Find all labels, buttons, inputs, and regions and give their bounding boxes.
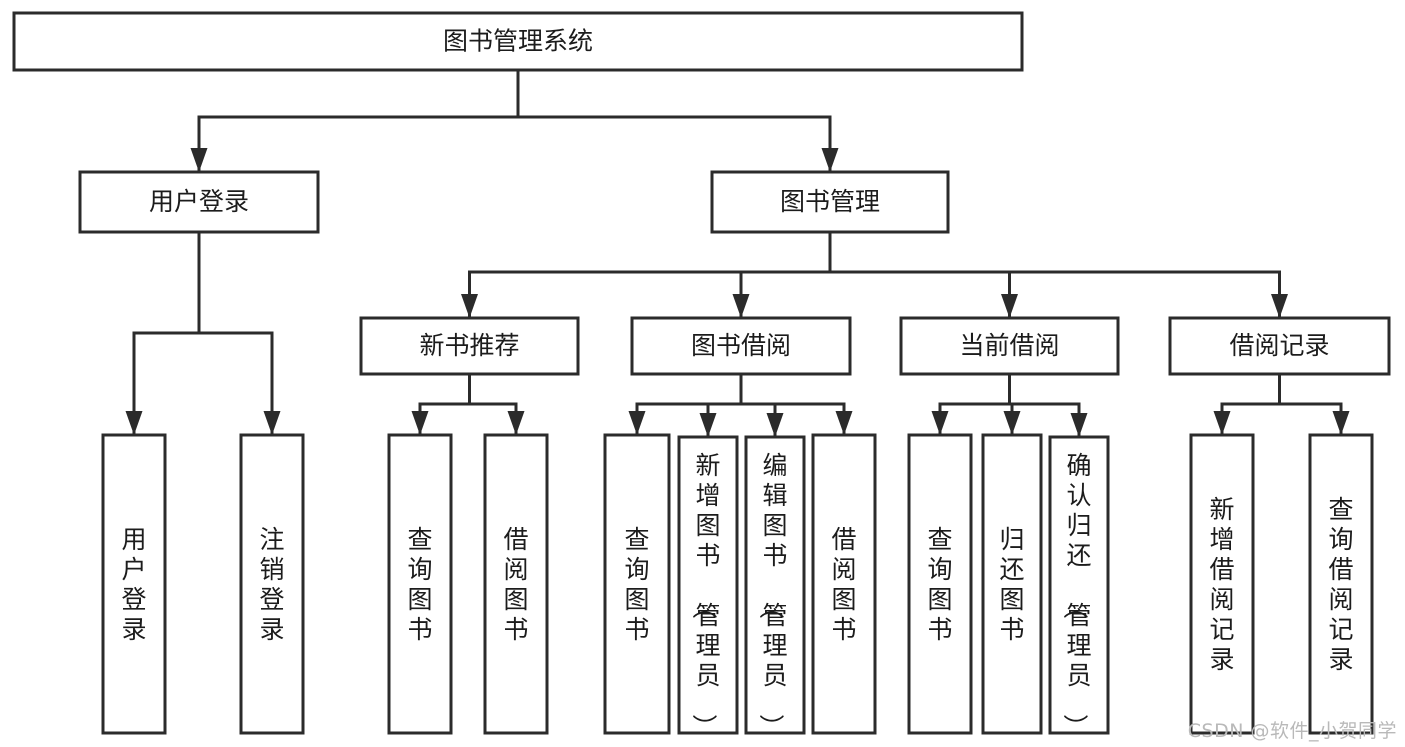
node-l_query_record[interactable]: 查询借阅记录 xyxy=(1308,433,1374,735)
node-label: 查询图书 xyxy=(407,525,432,644)
node-l_borrow_book_rec[interactable]: 借阅图书 xyxy=(483,433,549,735)
node-label: 图书借阅 xyxy=(691,331,791,360)
arrow-head-icon xyxy=(125,411,143,435)
node-box xyxy=(899,316,1120,376)
node-n_book_borrow[interactable]: 图书借阅 xyxy=(630,316,852,376)
node-label: 借阅记录 xyxy=(1229,331,1329,360)
node-box xyxy=(1168,316,1391,376)
arrow-head-icon xyxy=(699,413,717,437)
node-n_current_borrow[interactable]: 当前借阅 xyxy=(899,316,1120,376)
watermark-label: CSDN @软件_小贺同学 xyxy=(1187,720,1397,742)
node-root[interactable]: 图书管理系统 xyxy=(12,11,1024,72)
node-box xyxy=(710,170,950,234)
arrow-head-icon xyxy=(190,148,208,172)
node-label: 当前借阅 xyxy=(959,331,1059,360)
node-box xyxy=(811,433,877,735)
node-box xyxy=(359,316,580,376)
arrow-head-icon xyxy=(1332,411,1350,435)
arrow-head-icon xyxy=(507,411,525,435)
node-box xyxy=(907,433,973,735)
node-box xyxy=(677,435,739,735)
node-l_confirm_return[interactable]: 确认归还（管理员） xyxy=(1048,435,1110,739)
node-n_book_mgmt[interactable]: 图书管理 xyxy=(710,170,950,234)
node-l_query_book_cb[interactable]: 查询图书 xyxy=(907,433,973,735)
node-label: 确认归还（管理员） xyxy=(1060,451,1091,739)
node-l_logout[interactable]: 注销登录 xyxy=(239,433,305,735)
node-label: 查询图书 xyxy=(927,525,952,644)
node-box xyxy=(1048,435,1110,735)
node-l_query_book_rec[interactable]: 查询图书 xyxy=(387,433,453,735)
node-label: 图书管理 xyxy=(780,187,880,216)
node-box xyxy=(101,433,167,735)
arrow-head-icon xyxy=(732,294,750,318)
node-box xyxy=(603,433,671,735)
node-n_borrow_record[interactable]: 借阅记录 xyxy=(1168,316,1391,376)
node-box xyxy=(78,170,320,234)
arrow-head-icon xyxy=(263,411,281,435)
node-l_borrow_book_br[interactable]: 借阅图书 xyxy=(811,433,877,735)
node-l_edit_book[interactable]: 编辑图书（管理员） xyxy=(744,435,806,739)
arrow-head-icon xyxy=(1001,294,1018,318)
arrow-head-icon xyxy=(1271,294,1288,318)
arrow-head-icon xyxy=(461,294,478,318)
arrow-head-icon xyxy=(766,413,784,437)
node-label: 新增图书（管理员） xyxy=(689,451,720,739)
node-label: 查询图书 xyxy=(624,525,649,644)
node-label: 查询借阅记录 xyxy=(1328,495,1353,674)
node-box xyxy=(744,435,806,735)
arrow-head-icon xyxy=(931,411,949,435)
node-label: 新增借阅记录 xyxy=(1209,495,1234,674)
arrow-head-icon xyxy=(1213,411,1231,435)
node-l_user_login[interactable]: 用户登录 xyxy=(101,433,167,735)
node-box xyxy=(239,433,305,735)
node-box xyxy=(387,433,453,735)
node-label: 借阅图书 xyxy=(831,525,856,644)
node-label: 用户登录 xyxy=(121,525,146,644)
node-label: 归还图书 xyxy=(999,525,1024,644)
arrow-head-icon xyxy=(1070,413,1088,437)
node-label: 注销登录 xyxy=(259,525,284,644)
arrow-head-icon xyxy=(835,411,853,435)
arrow-head-icon xyxy=(628,411,646,435)
node-l_query_book_br[interactable]: 查询图书 xyxy=(603,433,671,735)
node-l_return_book[interactable]: 归还图书 xyxy=(981,433,1043,735)
arrow-head-icon xyxy=(821,148,839,172)
arrow-head-icon xyxy=(1003,411,1021,435)
node-box xyxy=(981,433,1043,735)
node-box xyxy=(1189,433,1255,735)
node-label: 编辑图书（管理员） xyxy=(756,451,787,739)
node-layer: 图书管理系统用户登录图书管理新书推荐图书借阅当前借阅借阅记录用户登录注销登录查询… xyxy=(12,11,1391,739)
node-label: 用户登录 xyxy=(149,187,249,216)
node-label: 借阅图书 xyxy=(503,525,528,644)
node-box xyxy=(1308,433,1374,735)
node-n_new_book_rec[interactable]: 新书推荐 xyxy=(359,316,580,376)
node-box xyxy=(12,11,1024,72)
connector-layer xyxy=(125,68,1350,438)
node-l_add_record[interactable]: 新增借阅记录 xyxy=(1189,433,1255,735)
node-box xyxy=(483,433,549,735)
node-l_add_book[interactable]: 新增图书（管理员） xyxy=(677,435,739,739)
node-label: 图书管理系统 xyxy=(443,27,593,56)
node-label: 新书推荐 xyxy=(419,331,519,360)
node-box xyxy=(630,316,852,376)
arrow-head-icon xyxy=(411,411,429,435)
node-n_user_login[interactable]: 用户登录 xyxy=(78,170,320,234)
